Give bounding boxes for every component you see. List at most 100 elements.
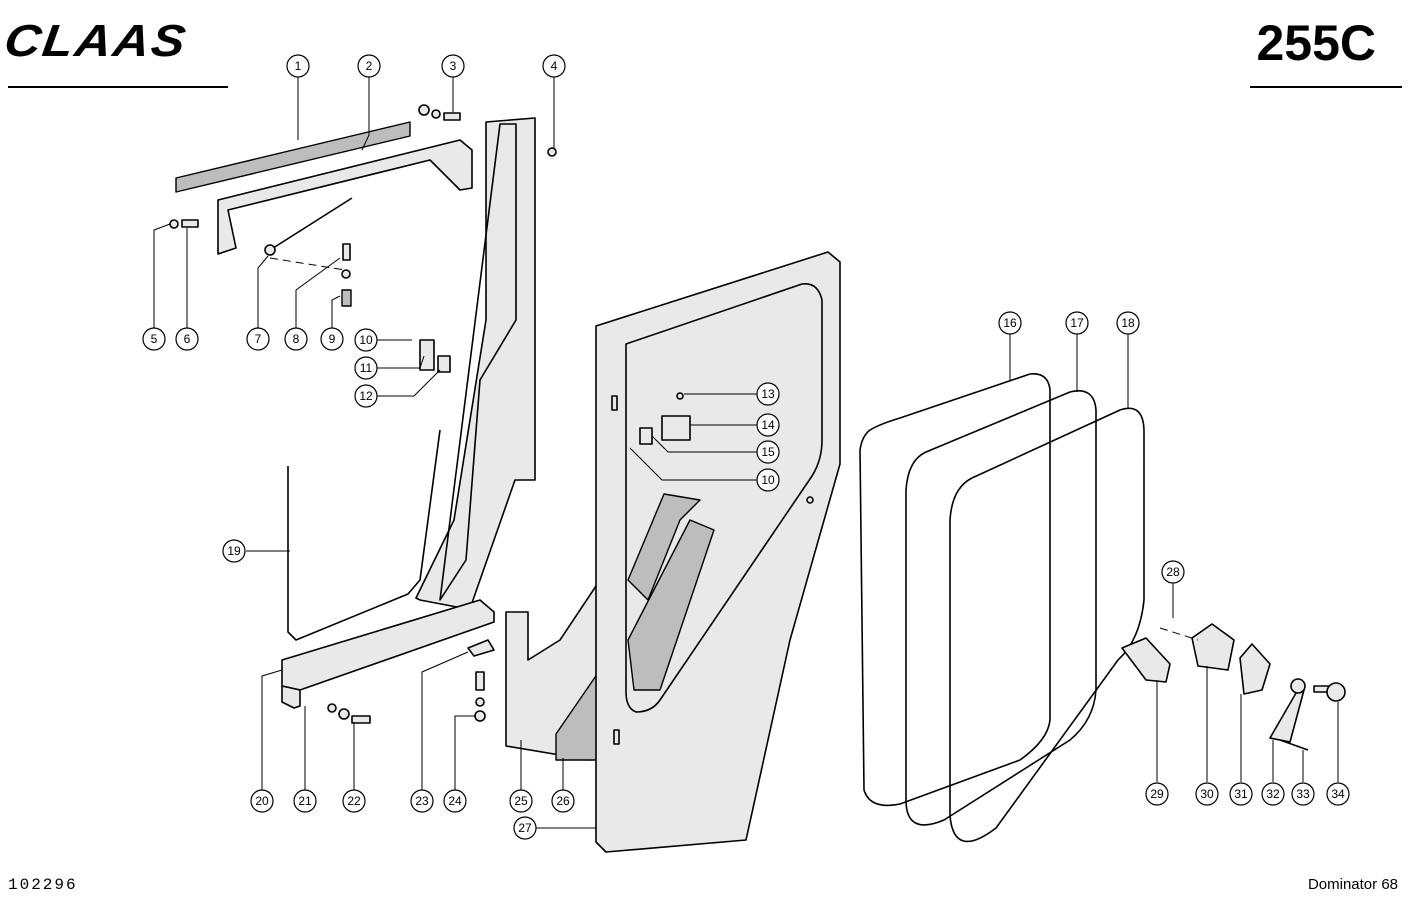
header-rule-left <box>8 86 228 88</box>
callout-number: 13 <box>761 387 775 401</box>
callout-15: 15 <box>756 440 780 464</box>
part-window-pane-outer <box>949 407 1145 843</box>
callout-24: 24 <box>443 789 467 813</box>
callout-number: 20 <box>255 794 269 808</box>
callout-number: 7 <box>255 332 262 346</box>
callout-18: 18 <box>1116 311 1140 335</box>
part-door <box>595 251 841 853</box>
callout-circle <box>756 413 780 437</box>
callout-number: 34 <box>1331 787 1345 801</box>
callout-number: 4 <box>551 59 558 73</box>
callout-circle <box>250 789 274 813</box>
callout-circle <box>142 327 166 351</box>
callout-number: 25 <box>514 794 528 808</box>
callout-19: 19 <box>222 539 246 563</box>
callout-circle <box>1145 782 1169 806</box>
callout-circle <box>410 789 434 813</box>
callout-circle <box>354 328 378 352</box>
callout-number: 14 <box>761 418 775 432</box>
callout-5: 5 <box>142 327 166 351</box>
callout-circle <box>756 440 780 464</box>
callout-17: 17 <box>1065 311 1089 335</box>
callout-20: 20 <box>250 789 274 813</box>
callout-28: 28 <box>1161 560 1185 584</box>
callout-22: 22 <box>342 789 366 813</box>
callout-25: 25 <box>509 789 533 813</box>
callout-number: 15 <box>761 445 775 459</box>
callout-circle <box>175 327 199 351</box>
callout-circle <box>320 327 344 351</box>
callout-circle <box>284 327 308 351</box>
callout-number: 1 <box>295 59 302 73</box>
callout-number: 9 <box>329 332 336 346</box>
model-name: Dominator 68 <box>1307 876 1398 893</box>
callout-number: 22 <box>347 794 361 808</box>
callout-number: 30 <box>1200 787 1214 801</box>
callout-number: 24 <box>448 794 462 808</box>
callout-30: 30 <box>1195 782 1219 806</box>
callout-12: 12 <box>354 384 378 408</box>
callout-circle <box>441 54 465 78</box>
callout-circle <box>246 327 270 351</box>
callout-circle <box>286 54 310 78</box>
part-door-frame <box>281 117 536 709</box>
callout-circle <box>354 356 378 380</box>
part-fasteners-bottom <box>327 639 495 724</box>
callout-circle <box>354 384 378 408</box>
callout-number: 32 <box>1266 787 1280 801</box>
callout-number: 28 <box>1166 565 1180 579</box>
callout-23: 23 <box>410 789 434 813</box>
callout-number: 29 <box>1150 787 1164 801</box>
callout-circle <box>342 789 366 813</box>
callout-4: 4 <box>542 54 566 78</box>
callout-circle <box>1195 782 1219 806</box>
callout-circle <box>1116 311 1140 335</box>
document-number: 102296 <box>8 876 78 894</box>
callout-3: 3 <box>441 54 465 78</box>
callout-circle <box>293 789 317 813</box>
callout-8: 8 <box>284 327 308 351</box>
callout-circle <box>357 54 381 78</box>
callout-number: 2 <box>366 59 373 73</box>
header-rule-right <box>1250 86 1402 88</box>
part-lower-panel <box>505 579 605 761</box>
callout-circle <box>1261 782 1285 806</box>
callout-34: 34 <box>1326 782 1350 806</box>
callout-number: 5 <box>151 332 158 346</box>
callout-circle <box>1229 782 1253 806</box>
callout-27: 27 <box>513 816 537 840</box>
callout-number: 12 <box>359 389 373 403</box>
part-fasteners-top <box>169 104 557 307</box>
part-gas-strut <box>264 197 353 271</box>
callout-number: 26 <box>556 794 570 808</box>
callout-circle <box>1161 560 1185 584</box>
callout-circle <box>1326 782 1350 806</box>
callout-1: 1 <box>286 54 310 78</box>
part-frame-seal <box>287 429 441 641</box>
callout-9: 9 <box>320 327 344 351</box>
callout-circle <box>542 54 566 78</box>
callout-circle <box>1065 311 1089 335</box>
callout-circle <box>509 789 533 813</box>
part-door-lock <box>639 392 814 504</box>
callout-number: 33 <box>1296 787 1310 801</box>
callout-21: 21 <box>293 789 317 813</box>
callout-26: 26 <box>551 789 575 813</box>
callout-number: 23 <box>415 794 429 808</box>
callout-circle <box>1291 782 1315 806</box>
callout-number: 11 <box>360 361 373 375</box>
callout-circle <box>551 789 575 813</box>
part-hinge <box>419 339 451 373</box>
leader-lines <box>153 75 1339 829</box>
callout-6: 6 <box>175 327 199 351</box>
callout-number: 3 <box>450 59 457 73</box>
callout-number: 10 <box>761 473 775 487</box>
page-code: 255C <box>1256 15 1376 71</box>
part-upper-strip <box>175 121 411 193</box>
part-window-seal <box>859 373 1051 807</box>
part-door-handle <box>1121 623 1346 751</box>
callout-circle <box>222 539 246 563</box>
